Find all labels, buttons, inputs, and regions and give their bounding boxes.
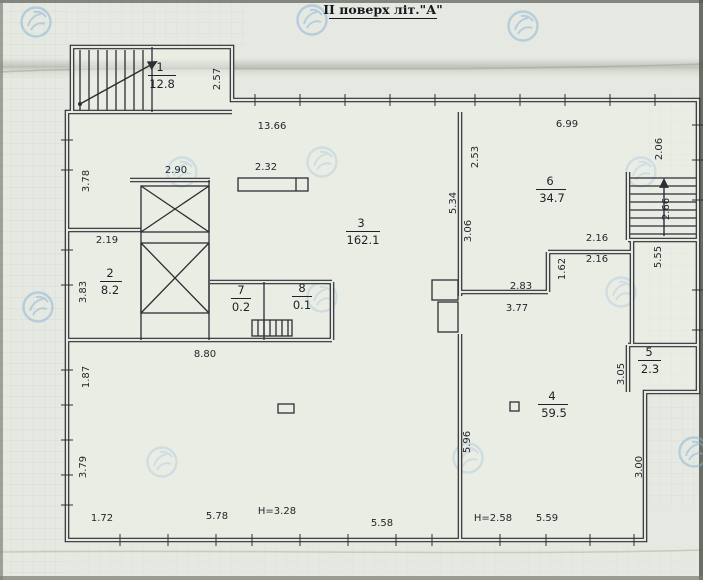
dimension-labels-horizontal: 13.66 6.99 2.90 2.32 2.19 2.16 2.16 2.83… <box>91 119 608 529</box>
dim-5-55: 5.55 <box>653 246 664 268</box>
room-4-number: 4 <box>548 389 555 403</box>
stair-treads-room1 <box>79 50 144 110</box>
room-6-area: 34.7 <box>539 191 565 205</box>
room-6-number: 6 <box>546 174 553 188</box>
ceiling-height-left: Н=3.28 <box>258 506 296 517</box>
dim-2-16-b: 2.16 <box>586 254 608 265</box>
stair-arrows <box>78 61 669 236</box>
dim-5-96: 5.96 <box>462 431 473 453</box>
dim-2-19: 2.19 <box>96 235 118 246</box>
room-1-number: 1 <box>156 60 163 74</box>
floor-mark-left <box>277 403 295 414</box>
dim-3-78: 3.78 <box>81 170 92 192</box>
dim-3-00: 3.00 <box>634 456 645 478</box>
dim-3-05: 3.05 <box>616 363 627 385</box>
dim-1-72: 1.72 <box>91 513 113 524</box>
counter-element <box>237 177 309 192</box>
stair-arrow-room1 <box>79 61 158 105</box>
page-title: ІІ поверх літ."А" <box>323 2 443 17</box>
dim-2-57: 2.57 <box>212 68 223 90</box>
room-3-number: 3 <box>357 216 364 230</box>
room-labels: 1 12.8 2 8.2 3 162.1 4 59.5 5 2.3 6 34.7… <box>100 60 661 420</box>
dim-5-59: 5.59 <box>536 513 558 524</box>
dim-2-90: 2.90 <box>165 165 187 176</box>
dim-1-87: 1.87 <box>81 366 92 388</box>
room-8-area: 0.1 <box>293 298 311 312</box>
dim-13-66: 13.66 <box>258 121 287 132</box>
room-5-area: 2.3 <box>641 362 659 376</box>
room-7-number: 7 <box>237 283 244 297</box>
dim-1-62: 1.62 <box>557 258 568 280</box>
building-footprint <box>67 47 698 540</box>
dim-2-32: 2.32 <box>255 162 277 173</box>
room-1-area: 12.8 <box>149 77 175 91</box>
dim-3-77: 3.77 <box>506 303 528 314</box>
dim-3-83: 3.83 <box>78 281 89 303</box>
dim-2-83: 2.83 <box>510 281 532 292</box>
door-box-a <box>431 279 459 301</box>
room-8-number: 8 <box>298 281 305 295</box>
dim-5-58: 5.58 <box>371 518 393 529</box>
floor-mark-right <box>509 401 520 412</box>
dim-2-06: 2.06 <box>654 138 665 160</box>
dim-2-16-a: 2.16 <box>586 233 608 244</box>
dim-6-99: 6.99 <box>556 119 578 130</box>
dim-3-79: 3.79 <box>78 456 89 478</box>
dim-3-06: 3.06 <box>463 220 474 242</box>
room-5-number: 5 <box>645 345 652 359</box>
dim-2-66: 2.66 <box>661 198 672 220</box>
door-box-b <box>437 301 459 333</box>
interior-details <box>79 47 696 414</box>
room-7-area: 0.2 <box>232 300 250 314</box>
ceiling-height-right: Н=2.58 <box>474 513 512 524</box>
dimension-labels-vertical: 2.57 2.06 2.53 3.78 5.34 3.06 2.66 5.55 … <box>78 68 672 478</box>
building-walls <box>64 44 701 543</box>
dim-2-53: 2.53 <box>470 146 481 168</box>
title-block: ІІ поверх літ."А" <box>323 2 443 19</box>
room-3-area: 162.1 <box>347 233 380 247</box>
dim-5-78: 5.78 <box>206 511 228 522</box>
room-2-area: 8.2 <box>101 283 119 297</box>
floor-grate <box>251 319 293 337</box>
room-2-number: 2 <box>106 266 113 280</box>
room-4-area: 59.5 <box>541 406 567 420</box>
dim-8-80: 8.80 <box>194 349 216 360</box>
window-ticks <box>61 94 703 546</box>
dim-5-34: 5.34 <box>448 192 459 214</box>
